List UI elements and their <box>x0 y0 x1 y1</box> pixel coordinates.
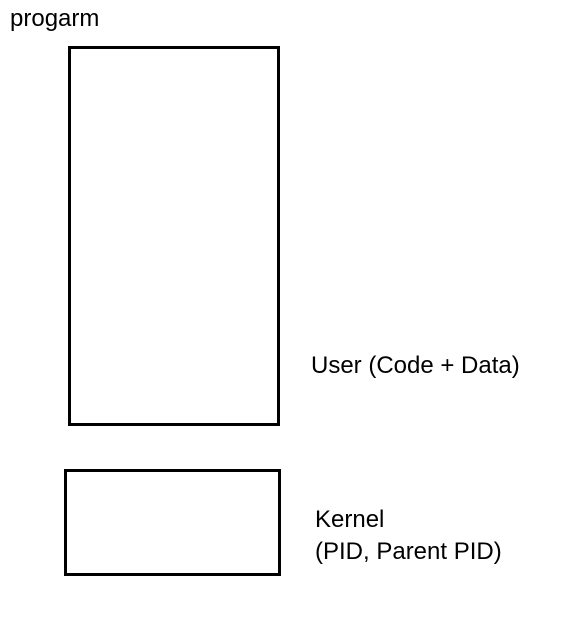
diagram-title: progarm <box>10 5 100 32</box>
kernel-label-line-2: (PID, Parent PID) <box>315 538 502 565</box>
user-segment-label: User (Code + Data) <box>311 352 520 379</box>
kernel-segment-box <box>64 469 281 576</box>
kernel-label-line-1: Kernel <box>315 506 385 533</box>
kernel-segment-label: Kernel (PID, Parent PID) <box>315 504 502 568</box>
user-segment-box <box>68 46 280 426</box>
